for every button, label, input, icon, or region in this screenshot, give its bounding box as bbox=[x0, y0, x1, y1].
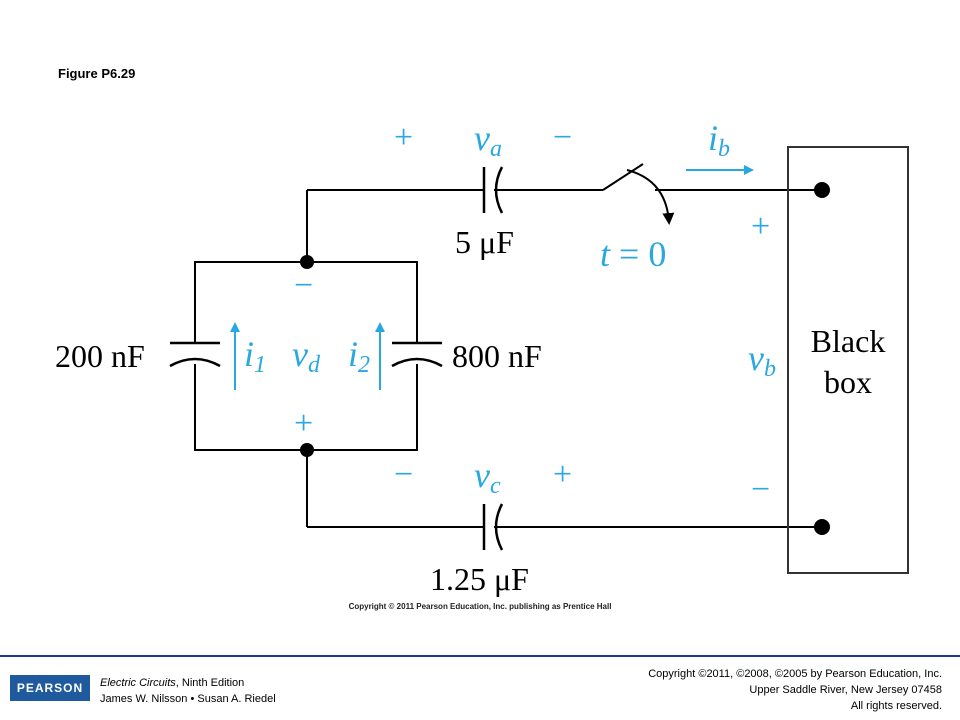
vc-plus: + bbox=[553, 456, 572, 493]
black-box-label-line1: Black bbox=[811, 323, 886, 359]
book-info: Electric Circuits, Ninth Edition James W… bbox=[100, 675, 276, 707]
black-box bbox=[787, 146, 909, 574]
right-capacitor-value: 800 nF bbox=[452, 338, 542, 374]
rights-line-1: Copyright ©2011, ©2008, ©2005 by Pearson… bbox=[648, 668, 942, 680]
bottom-capacitor bbox=[482, 503, 504, 551]
rights-line-2: Upper Saddle River, New Jersey 07458 bbox=[749, 684, 942, 696]
book-title-line: Electric Circuits, Ninth Edition bbox=[100, 675, 276, 691]
book-authors: James W. Nilsson • Susan A. Riedel bbox=[100, 693, 276, 705]
switch bbox=[602, 163, 675, 225]
right-capacitor bbox=[391, 341, 443, 368]
i1-label: i1 bbox=[244, 334, 266, 378]
vb-plus: + bbox=[751, 208, 770, 245]
book-title: Electric Circuits bbox=[100, 677, 176, 689]
capacitor-gaps bbox=[193, 343, 419, 364]
inner-copyright: Copyright © 2011 Pearson Education, Inc.… bbox=[348, 602, 612, 611]
vc-minus: − bbox=[394, 456, 413, 493]
va-minus: − bbox=[553, 119, 572, 156]
va-plus: + bbox=[394, 119, 413, 156]
vb-label: vb bbox=[748, 338, 776, 382]
vb-minus: − bbox=[751, 471, 770, 508]
annotations: + va − ib t = 0 + vb − − vd + i1 i2 − vc… bbox=[244, 118, 776, 508]
circuit-diagram: + va − ib t = 0 + vb − − vd + i1 i2 − vc… bbox=[55, 118, 909, 597]
va-label: va bbox=[474, 118, 502, 162]
bottom-capacitor-value: 1.25 μF bbox=[430, 561, 529, 597]
top-capacitor bbox=[482, 166, 504, 214]
ib-label: ib bbox=[708, 118, 730, 162]
top-capacitor-value: 5 μF bbox=[455, 224, 514, 260]
component-labels: 5 μF 1.25 μF 200 nF 800 nF Black box bbox=[55, 224, 885, 597]
left-capacitor-value: 200 nF bbox=[55, 338, 145, 374]
black-box-label-line2: box bbox=[824, 364, 872, 400]
footer: PEARSON Electric Circuits, Ninth Edition… bbox=[0, 657, 960, 720]
figure-title: Figure P6.29 bbox=[58, 66, 136, 81]
vd-plus: + bbox=[294, 405, 313, 442]
vc-label: vc bbox=[474, 455, 501, 499]
i2-label: i2 bbox=[348, 334, 370, 378]
footer-divider bbox=[0, 655, 960, 657]
rights-notice: Copyright ©2011, ©2008, ©2005 by Pearson… bbox=[648, 666, 942, 714]
pearson-logo: PEARSON bbox=[10, 675, 90, 701]
vd-minus: − bbox=[294, 267, 313, 304]
left-capacitor bbox=[169, 341, 221, 368]
vd-label: vd bbox=[292, 334, 321, 378]
book-edition: , Ninth Edition bbox=[175, 677, 245, 689]
switch-time-label: t = 0 bbox=[600, 234, 666, 274]
nodes bbox=[300, 182, 830, 535]
rights-line-3: All rights reserved. bbox=[850, 700, 942, 712]
